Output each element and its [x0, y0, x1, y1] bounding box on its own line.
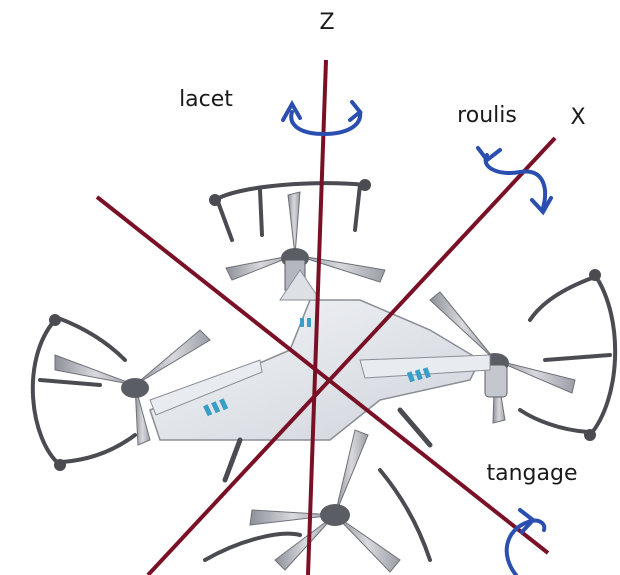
yaw-label: lacet	[179, 87, 233, 112]
axis-x-label: X	[570, 105, 585, 130]
pitch-rotation-arrow	[507, 510, 545, 575]
axis-y-line	[97, 197, 548, 553]
propeller-bottom	[250, 430, 400, 572]
axis-z-label: Z	[319, 10, 334, 35]
propeller-guard-left	[33, 316, 135, 469]
roll-label: roulis	[457, 103, 517, 128]
propeller-top	[226, 192, 385, 290]
propeller-guard-right	[520, 271, 615, 439]
pitch-label: tangage	[487, 461, 578, 486]
